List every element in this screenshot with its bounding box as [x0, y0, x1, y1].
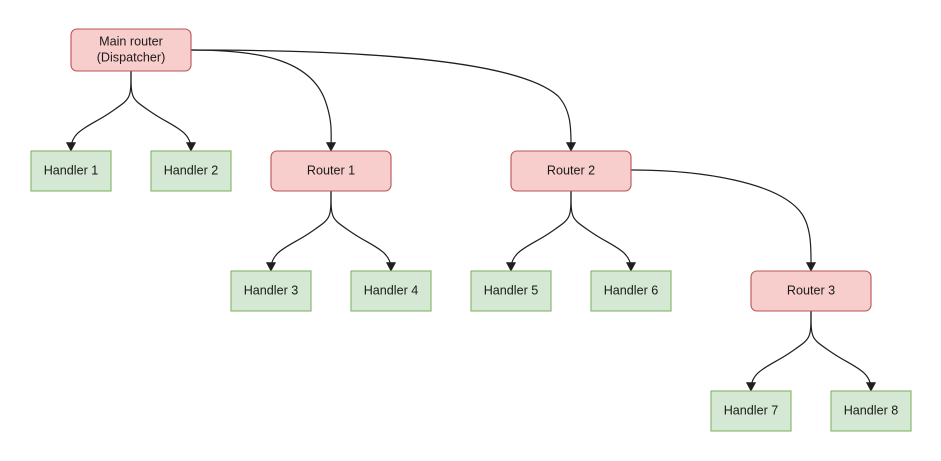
edge-router-3-to-handler-7	[750, 310, 812, 390]
node-main-router[interactable]: Main router(Dispatcher)	[70, 28, 192, 72]
nodes-layer: Main router(Dispatcher) Handler 1 Handler …	[30, 28, 912, 432]
node-router-1[interactable]: Router 1	[270, 150, 392, 192]
node-handler-6[interactable]: Handler 6	[590, 270, 672, 312]
node-handler-7-shape[interactable]	[710, 390, 792, 432]
edges-layer	[70, 49, 872, 390]
arrow-handler-1-icon	[65, 142, 77, 152]
node-router-3-shape[interactable]	[750, 270, 872, 312]
node-handler-3-shape[interactable]	[230, 270, 312, 312]
arrow-handler-6-icon	[625, 262, 637, 272]
node-handler-1[interactable]: Handler 1	[30, 150, 112, 192]
node-handler-8[interactable]: Handler 8	[830, 390, 912, 432]
node-handler-5[interactable]: Handler 5	[470, 270, 552, 312]
node-router-2-shape[interactable]	[510, 150, 632, 192]
edge-router-3-to-handler-8	[810, 310, 872, 390]
node-handler-6-shape[interactable]	[590, 270, 672, 312]
arrow-handler-5-icon	[505, 262, 517, 272]
node-handler-4-shape[interactable]	[350, 270, 432, 312]
edge-router-1-to-handler-4	[330, 190, 392, 270]
arrow-handler-3-icon	[265, 262, 277, 272]
node-handler-2-shape[interactable]	[150, 150, 232, 192]
edge-router-1-to-handler-3	[270, 190, 332, 270]
arrow-handler-2-icon	[185, 142, 197, 152]
edge-router-2-to-handler-5	[510, 190, 572, 270]
arrow-handler-7-icon	[745, 382, 757, 392]
edge-main-to-handler-1	[70, 70, 132, 150]
node-handler-3[interactable]: Handler 3	[230, 270, 312, 312]
edge-router-2-to-handler-6	[570, 190, 632, 270]
node-router-1-shape[interactable]	[270, 150, 392, 192]
node-handler-2[interactable]: Handler 2	[150, 150, 232, 192]
arrow-handler-4-icon	[385, 262, 397, 272]
edge-main-to-router-2	[190, 49, 572, 150]
node-handler-8-shape[interactable]	[830, 390, 912, 432]
arrow-router-3-icon	[805, 262, 817, 272]
arrow-router-1-icon	[325, 142, 337, 152]
node-router-2[interactable]: Router 2	[510, 150, 632, 192]
arrowheads-layer	[65, 142, 877, 392]
node-handler-5-shape[interactable]	[470, 270, 552, 312]
node-main-router-shape[interactable]	[70, 28, 192, 72]
edge-main-to-router-1	[190, 49, 332, 150]
node-handler-7[interactable]: Handler 7	[710, 390, 792, 432]
node-handler-1-shape[interactable]	[30, 150, 112, 192]
node-router-3[interactable]: Router 3	[750, 270, 872, 312]
arrow-handler-8-icon	[865, 382, 877, 392]
arrow-router-2-icon	[565, 142, 577, 152]
edge-main-to-handler-2	[130, 70, 192, 150]
edge-router-2-to-router-3	[630, 169, 812, 270]
node-handler-4[interactable]: Handler 4	[350, 270, 432, 312]
